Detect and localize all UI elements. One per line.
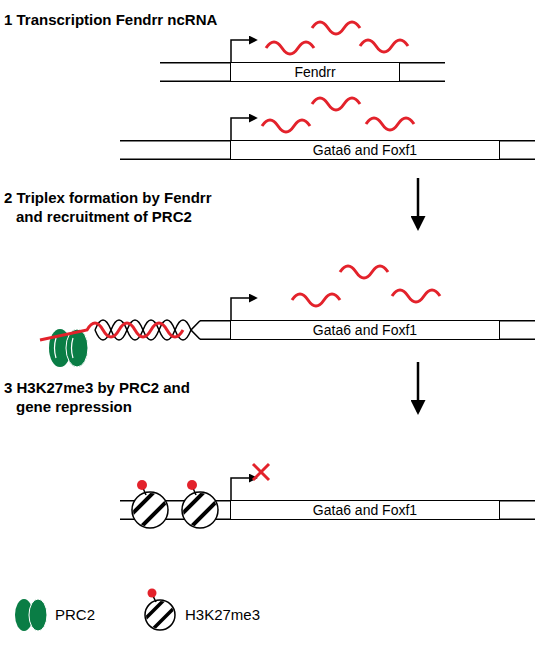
rna-wave [266, 42, 314, 54]
wrap-stripe [188, 498, 220, 530]
rna-wave [312, 98, 360, 110]
cross-stroke [253, 464, 269, 480]
step-heading: 2 Triplex formation by Fendrr and recrui… [4, 188, 236, 226]
legend-label: H3K27me3 [185, 605, 260, 625]
gene-label: Gata6 and Foxf1 [313, 142, 417, 159]
methyl-mark [187, 480, 197, 490]
prc2-subunit [29, 599, 47, 631]
gene-label: Fendrr [294, 64, 335, 81]
gene-label: Gata6 and Foxf1 [313, 502, 417, 519]
gene-box: Gata6 and Foxf1 [230, 500, 500, 520]
rna-wave [340, 266, 388, 278]
promoter-arrow [231, 118, 256, 140]
promoter-arrow [231, 298, 256, 320]
promoter-arrow [231, 40, 256, 62]
gene-box: Fendrr [230, 62, 400, 82]
methyl-mark [148, 589, 157, 598]
step-arrow [417, 362, 420, 412]
rna-wave [312, 22, 360, 34]
nucleosome [178, 480, 220, 530]
prc2-highlight [55, 338, 57, 358]
prc2-highlight [72, 338, 74, 358]
dna-wrap [128, 488, 170, 530]
dna-wrap [142, 597, 178, 632]
step-heading: 1 Transcription Fendrr ncRNA [4, 10, 217, 29]
methyl-mark [137, 480, 147, 490]
nucleosome [128, 480, 170, 530]
repression-cross [253, 464, 269, 480]
rna-wave [292, 294, 340, 306]
legend-nucleosome-sample [142, 589, 178, 633]
wrap-stripe [138, 498, 170, 530]
rna-wave [360, 40, 408, 52]
promoter-arrow [231, 478, 256, 500]
fendrr-rna [40, 323, 183, 340]
cross-stroke [253, 464, 269, 480]
gene-box: Gata6 and Foxf1 [230, 140, 500, 160]
gene-box: Gata6 and Foxf1 [230, 320, 500, 340]
legend-prc2-sample [15, 599, 47, 631]
step-heading: 3 H3K27me3 by PRC2 and gene repression [4, 378, 196, 416]
gene-label: Gata6 and Foxf1 [313, 322, 417, 339]
wrap-stripe [150, 604, 178, 632]
rna-wave [392, 290, 440, 302]
rna-wave [262, 120, 310, 132]
step-arrow [417, 178, 420, 228]
legend-label: PRC2 [55, 605, 95, 625]
dna-wrap [178, 488, 220, 530]
rna-wave [366, 118, 414, 130]
